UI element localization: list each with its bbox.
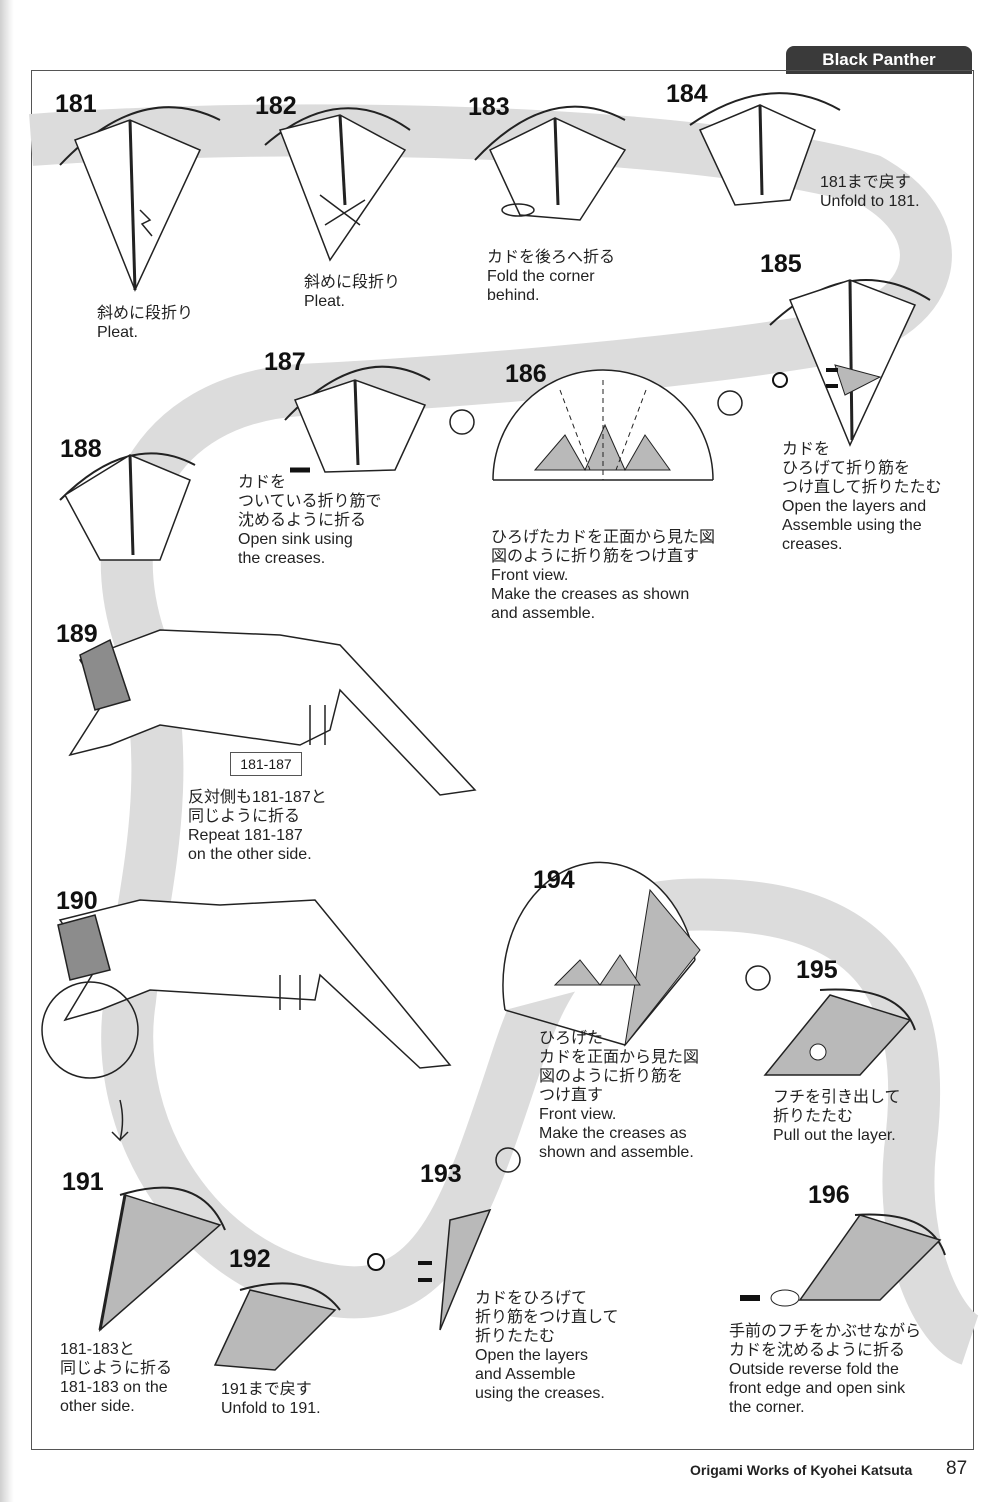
step-number-191: 191 <box>62 1168 104 1196</box>
down-arrow-icon <box>111 1099 129 1142</box>
step-191-figure <box>98 1186 226 1332</box>
step-192-figure <box>213 1282 341 1371</box>
step-190-panther <box>41 899 452 1079</box>
caption-191: 181-183と 同じように折る 181-183 on the other si… <box>60 1341 173 1415</box>
diagram-frame <box>31 70 974 1450</box>
caption-184: 181まで戻す Unfold to 181. <box>820 174 920 210</box>
caption-182: 斜めに段折り Pleat. <box>304 274 401 310</box>
step-186-figure <box>492 369 714 481</box>
step-187-figure <box>284 365 431 473</box>
footer-book-title: Origami Works of Kyohei Katsuta <box>690 1462 913 1478</box>
caption-196: 手前のフチをかぶせながら カドを沈めるように折る Outside reverse… <box>729 1323 922 1416</box>
step-189-panther <box>68 629 477 796</box>
chapter-tab: Black Panther <box>786 46 972 74</box>
step-188-figure <box>59 452 196 561</box>
flow-path-band <box>29 104 982 1365</box>
caption-192: 191まで戻す Unfold to 191. <box>221 1381 321 1417</box>
caption-185: カドを ひろげて折り筋を つけ直して折りたたむ Open the layers … <box>782 441 942 553</box>
step-number-181: 181 <box>55 90 97 118</box>
step-number-184: 184 <box>666 80 708 108</box>
step-195-figure <box>763 988 916 1076</box>
step-reference-box: 181-187 <box>230 752 302 776</box>
rotate-icon <box>449 390 771 1173</box>
step-185-figure <box>769 279 931 447</box>
step-193-figure <box>367 1208 492 1331</box>
step-number-183: 183 <box>468 93 510 121</box>
step-number-185: 185 <box>760 250 802 278</box>
caption-195: フチを引き出して 折りたたむ Pull out the layer. <box>773 1089 901 1144</box>
step-number-186: 186 <box>505 360 547 388</box>
caption-189: 反対側も181-187と 同じように折る Repeat 181-187 on t… <box>188 789 327 863</box>
step-number-195: 195 <box>796 956 838 984</box>
book-spine-shadow <box>0 0 14 1502</box>
caption-186: ひろげたカドを正面から見た図 図のように折り筋をつけ直す Front view.… <box>491 529 716 622</box>
caption-183: カドを後ろへ折る Fold the corner behind. <box>487 249 616 304</box>
step-196-figure <box>740 1213 946 1307</box>
caption-181: 斜めに段折り Pleat. <box>97 305 194 341</box>
step-181-figure <box>59 106 221 292</box>
step-number-182: 182 <box>255 92 297 120</box>
caption-194: ひろげた カドを正面から見た図 図のように折り筋を つけ直す Front vie… <box>539 1030 700 1161</box>
step-number-192: 192 <box>229 1245 271 1273</box>
step-number-193: 193 <box>420 1160 462 1188</box>
step-number-194: 194 <box>533 866 575 894</box>
step-183-figure <box>474 105 627 221</box>
step-number-189: 189 <box>56 620 98 648</box>
caption-187: カドを ついている折り筋で 沈めるように折る Open sink using t… <box>238 474 382 567</box>
step-184-figure <box>689 92 841 206</box>
step-number-188: 188 <box>60 435 102 463</box>
step-number-190: 190 <box>56 887 98 915</box>
step-182-figure <box>264 107 411 262</box>
caption-193: カドをひろげて 折り筋をつけ直して 折りたたむ Open the layers … <box>475 1290 619 1402</box>
step-number-196: 196 <box>808 1181 850 1209</box>
step-number-187: 187 <box>264 348 306 376</box>
step-194-figure <box>502 861 701 1047</box>
page-number: 87 <box>946 1458 968 1479</box>
